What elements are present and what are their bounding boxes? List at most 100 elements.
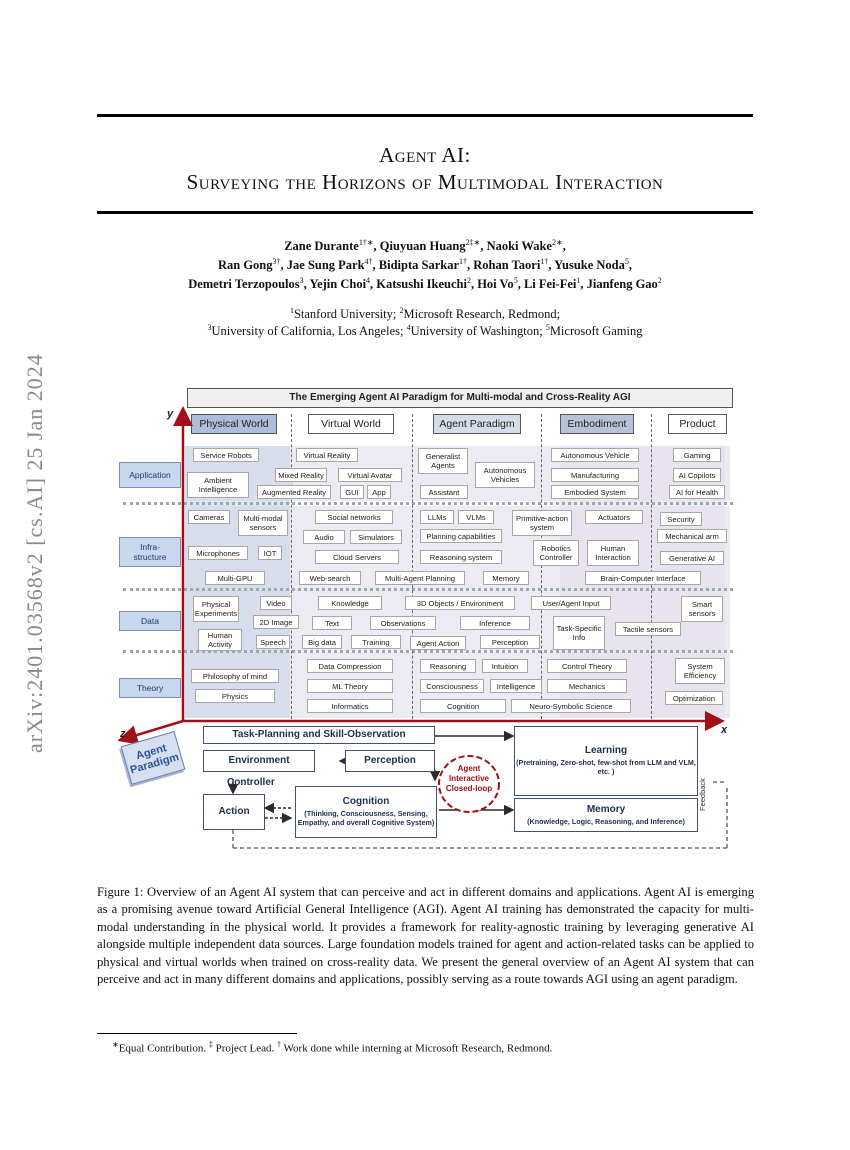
box-mixed-reality: Mixed Reality bbox=[275, 468, 327, 482]
author-mark: 1† bbox=[459, 257, 468, 266]
footnote-text: Work done while interning at Microsoft R… bbox=[281, 1042, 553, 1055]
affil-text: Microsoft Gaming bbox=[549, 324, 643, 339]
box-training: Training bbox=[351, 635, 401, 649]
box-observations: Observations bbox=[370, 616, 436, 630]
row-theory: Theory bbox=[119, 678, 181, 698]
footnote-mark: † bbox=[277, 1040, 281, 1049]
box-data-compression: Data Compression bbox=[307, 659, 393, 673]
box-vlms: VLMs bbox=[458, 510, 494, 524]
box-text: Text bbox=[312, 616, 352, 630]
box-gui: GUI bbox=[340, 485, 364, 499]
column-separator bbox=[651, 414, 652, 719]
box-philosophy-of-mind: Philosophy of mind bbox=[191, 669, 279, 683]
perception-box: Perception bbox=[345, 750, 435, 772]
learning-subtitle: (Pretraining, Zero-shot, few-shot from L… bbox=[516, 758, 696, 776]
author-name: Li Fei-Fei bbox=[523, 277, 577, 292]
author-name: Jianfeng Gao bbox=[586, 277, 658, 292]
box-virtual-avatar: Virtual Avatar bbox=[338, 468, 402, 482]
box-inference: Inference bbox=[460, 616, 530, 630]
authors-line-2: Ran Gong3†, Jae Sung Park4†, Bidipta Sar… bbox=[217, 257, 633, 273]
cognition-subtitle: (Thinking, Consciousness, Sensing, Empat… bbox=[297, 809, 435, 827]
learning-box: Learning (Pretraining, Zero-shot, few-sh… bbox=[514, 726, 698, 796]
closed-loop-label: Agent Interactive Closed-loop bbox=[445, 764, 493, 793]
box-simulators: Simulators bbox=[350, 530, 402, 544]
box-system-efficiency: System Efficiency bbox=[675, 658, 725, 684]
column-separator bbox=[412, 414, 413, 719]
box-augmented-reality: Augmented Reality bbox=[257, 485, 331, 499]
box-intelligence: Intelligence bbox=[490, 679, 542, 693]
author-mark: 1 bbox=[576, 276, 581, 285]
affil-text: University of Washington; bbox=[410, 324, 546, 339]
box-ai-for-health: AI for Health bbox=[669, 485, 725, 499]
affil-mark: 2 bbox=[399, 306, 404, 315]
column-separator bbox=[291, 414, 292, 719]
figure-axes-and-arrows bbox=[117, 406, 728, 849]
author-mark: 1† bbox=[540, 257, 549, 266]
box-big-data: Big data bbox=[302, 635, 342, 649]
box-physics: Physics bbox=[195, 689, 275, 703]
author-name: Katsushi Ikeuchi bbox=[376, 277, 467, 292]
col-physical-world: Physical World bbox=[191, 414, 277, 434]
box-human-interaction: Human Interaction bbox=[587, 540, 639, 566]
title-line-1: Agent AI: bbox=[379, 143, 471, 167]
figure-caption: Figure 1: Overview of an Agent AI system… bbox=[97, 885, 754, 987]
box-assistant: Assistant bbox=[420, 485, 468, 499]
box-agent-action: Agent Action bbox=[410, 636, 466, 650]
column-separator bbox=[541, 414, 542, 719]
environment-box: Environment bbox=[203, 750, 315, 772]
author-mark: 3 bbox=[299, 276, 304, 285]
box-2d-image: 2D Image bbox=[253, 615, 299, 629]
author-name: Qiuyuan Huang bbox=[379, 239, 466, 254]
box-video: Video bbox=[260, 596, 292, 610]
affil-mark: 4 bbox=[406, 323, 411, 332]
author-mark: 2‡∗ bbox=[465, 238, 481, 247]
author-name: Yejin Choi bbox=[309, 277, 367, 292]
affil-mark: 5 bbox=[545, 323, 550, 332]
affil-text: Stanford University; bbox=[293, 307, 400, 322]
box-smart-sensors: Smart sensors bbox=[681, 596, 723, 622]
box-gaming: Gaming bbox=[673, 448, 721, 462]
title-line-2: Surveying the Horizons of Multimodal Int… bbox=[186, 170, 664, 194]
box-audio: Audio bbox=[303, 530, 345, 544]
box-ml-theory: ML Theory bbox=[307, 679, 393, 693]
footnote-mark: ‡ bbox=[208, 1040, 213, 1049]
box-virtual-reality: Virtual Reality bbox=[296, 448, 358, 462]
box-actuators: Actuators bbox=[585, 510, 643, 524]
box-embodied-system: Embodied System bbox=[551, 485, 639, 499]
box-planning-capabilities: Planning capabilities bbox=[420, 529, 502, 543]
author-mark: 3† bbox=[272, 257, 281, 266]
author-name: Yusuke Noda bbox=[554, 258, 625, 273]
box-mechanics: Mechanics bbox=[547, 679, 627, 693]
cognition-box: Cognition (Thinking, Consciousness, Sens… bbox=[295, 786, 437, 838]
axis-x-label: x bbox=[721, 724, 728, 736]
row-separator bbox=[123, 588, 733, 591]
box-multi-gpu: Multi-GPU bbox=[205, 571, 265, 585]
affil-mark: 3 bbox=[207, 323, 212, 332]
box-microphones: Microphones bbox=[188, 546, 248, 560]
box-brain-computer-interface: Brain-Computer Interface bbox=[585, 571, 701, 585]
figure-agent-ai-overview: The Emerging Agent AI Paradigm for Multi… bbox=[115, 386, 740, 856]
author-name: Demetri Terzopoulos bbox=[188, 277, 300, 292]
footnote-rule bbox=[97, 1033, 297, 1034]
learning-title: Learning bbox=[584, 745, 628, 756]
author-name: Zane Durante bbox=[284, 239, 359, 254]
author-name: Ran Gong bbox=[217, 258, 273, 273]
feedback-label: Feedback bbox=[698, 778, 707, 811]
box-neuro-symbolic-science: Neuro-Symbolic Science bbox=[511, 699, 631, 713]
box-multi-agent-planning: Multi-Agent Planning bbox=[375, 571, 465, 585]
box-service-robots: Service Robots bbox=[193, 448, 259, 462]
box-ambient-intelligence: Ambient Intelligence bbox=[187, 472, 249, 498]
author-name: Rohan Taori bbox=[473, 258, 541, 273]
author-name: Naoki Wake bbox=[486, 239, 552, 254]
arxiv-identifier: arXiv:2401.03568v2 [cs.AI] 25 Jan 2024 bbox=[22, 353, 47, 753]
box-tactile-sensors: Tactile sensors bbox=[615, 622, 681, 636]
row-application: Application bbox=[119, 462, 181, 488]
author-mark: 1†∗ bbox=[358, 238, 374, 247]
row-separator bbox=[123, 650, 733, 653]
box-reasoning-system: Reasoning system bbox=[420, 550, 502, 564]
memory-title: Memory bbox=[586, 803, 626, 815]
memory-subtitle: (Knowledge, Logic, Reasoning, and Infere… bbox=[527, 816, 685, 826]
box-knowledge: Knowledge bbox=[318, 596, 382, 610]
box-robotics-controller: Robotics Controller bbox=[533, 540, 579, 566]
box-3d-objects-environment: 3D Objects / Environment bbox=[405, 596, 515, 610]
